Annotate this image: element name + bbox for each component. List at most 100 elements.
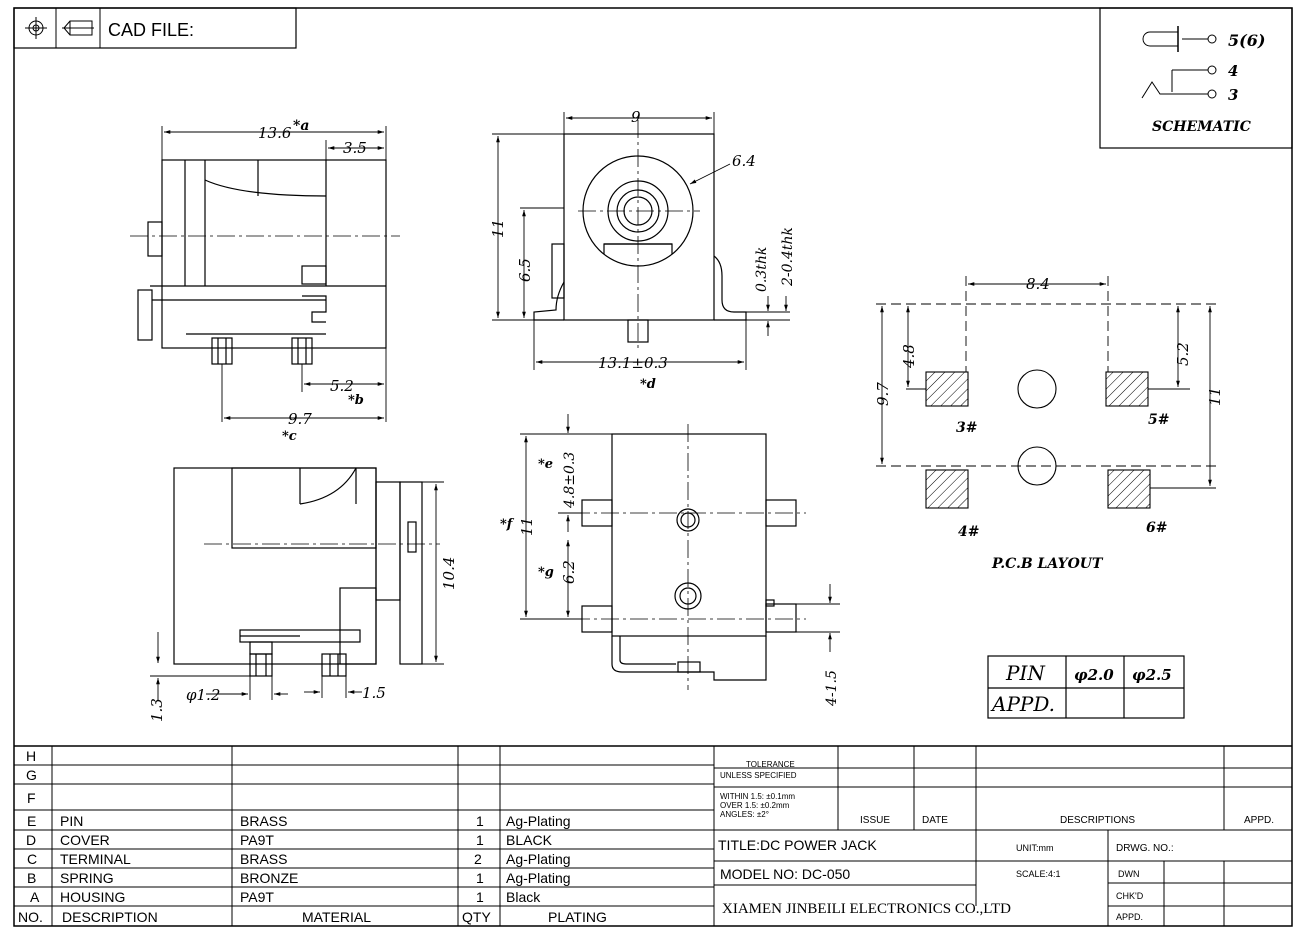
side-view [130, 159, 400, 365]
bom-row-qty: 1 [476, 832, 484, 848]
bom-row-plat: BLACK [506, 832, 553, 848]
tolerance-line-1: TOLERANCE [746, 760, 795, 769]
bom-row-no: H [26, 748, 36, 764]
dim-front-thk1: 0.3thk [754, 247, 770, 292]
bom-row-desc: HOUSING [60, 889, 125, 905]
dim-front-inner: 6.5 [516, 258, 534, 282]
pad-6-label: 6# [1146, 520, 1167, 536]
mark-a: *a [293, 118, 309, 134]
bom-header-no: NO. [18, 909, 43, 925]
dim-side-width: 13.6 [258, 124, 292, 142]
schematic-pin-top: 5(6) [1228, 31, 1265, 50]
bom-row-mat: PA9T [240, 889, 274, 905]
model-no-label: MODEL NO: DC-050 [720, 866, 850, 882]
dim-pcb-right-b: 11 [1206, 387, 1224, 406]
bom-row-no: D [26, 832, 36, 848]
drawing-frame [13, 7, 1293, 927]
mark-c: *c [282, 429, 297, 444]
appd-label: APPD. [1244, 815, 1274, 826]
dim-pcb-top: 8.4 [1026, 275, 1050, 293]
bom-row-qty: 2 [474, 851, 482, 867]
scale-label: SCALE:4:1 [1016, 869, 1061, 879]
pin-table [987, 655, 1185, 719]
drwg-no-label: DRWG. NO.: [1116, 843, 1174, 854]
bom-row-mat: BRASS [240, 851, 287, 867]
dim-lower-height: 10.4 [440, 557, 458, 590]
lower-left-dims [150, 481, 444, 700]
title-label: TITLE:DC POWER JACK [718, 837, 877, 853]
dim-front-height: 11 [489, 219, 507, 238]
front-view [533, 120, 747, 350]
schematic-pin-bot: 3 [1228, 86, 1238, 104]
bom-table [14, 745, 1292, 926]
bom-row-mat: BRASS [240, 813, 287, 829]
dim-front-top: 9 [631, 108, 641, 126]
unit-label: UNIT:mm [1016, 843, 1054, 853]
bom-header-mat: MATERIAL [302, 909, 371, 925]
bottom-view [572, 424, 806, 690]
bom-row-no: A [30, 889, 40, 905]
dim-lower-foot: 1.3 [148, 698, 166, 722]
dim-side-pin: 5.2 [330, 377, 354, 395]
appd-sign-label: APPD. [1116, 912, 1143, 922]
side-view-dims [161, 126, 387, 422]
bom-row-plat: Ag-Plating [506, 870, 571, 886]
bom-row-desc: SPRING [60, 870, 114, 886]
bom-row-no: F [27, 790, 36, 806]
bom-row-mat: PA9T [240, 832, 274, 848]
dim-lower-phi: φ1.2 [186, 686, 220, 704]
tolerance-line-2: UNLESS SPECIFIED [720, 771, 797, 780]
bom-row-no: C [27, 851, 37, 867]
pad-4-label: 4# [958, 524, 979, 540]
pin-table-d1: φ2.0 [1074, 666, 1114, 684]
projection-circle-icon [25, 17, 47, 39]
schematic-pin-mid: 4 [1228, 62, 1238, 80]
bom-header-plat: PLATING [548, 909, 607, 925]
bom-row-no: B [27, 870, 36, 886]
company-name: XIAMEN JINBEILI ELECTRONICS CO.,LTD [722, 901, 1011, 917]
bom-row-mat: BRONZE [240, 870, 298, 886]
title-block-text: TOLERANCE UNLESS SPECIFIED WITHIN 1.5: ±… [718, 760, 1274, 922]
dwn-label: DWN [1118, 869, 1140, 879]
schematic-label: SCHEMATIC [1152, 119, 1251, 135]
front-view-dims [492, 112, 790, 370]
dim-front-thk2: 2-0.4thk [780, 227, 796, 287]
mark-f: *f [500, 517, 515, 532]
bom-header-qty: QTY [462, 909, 491, 925]
dim-bottom-e: 4.8±0.3 [562, 452, 578, 509]
projection-cone-icon [62, 20, 94, 36]
pad-3-label: 3# [956, 420, 977, 436]
tolerance-line-5: ANGLES: ±2° [720, 810, 769, 819]
tolerance-line-4: OVER 1.5: ±0.2mm [720, 801, 790, 810]
bom-row-no: G [26, 767, 37, 783]
mark-e: *e [538, 457, 553, 472]
cad-file-label: CAD FILE: [108, 20, 194, 40]
bom-header-desc: DESCRIPTION [62, 909, 158, 925]
bom-row-desc: TERMINAL [60, 851, 131, 867]
dim-bottom-g: 6.2 [560, 560, 578, 584]
dim-front-hole: 6.4 [732, 152, 756, 170]
pin-table-appd: APPD. [990, 692, 1055, 716]
dim-side-bottom: 9.7 [288, 410, 312, 428]
bom-row-desc: COVER [60, 832, 110, 848]
pcb-layout-label: P.C.B LAYOUT [991, 556, 1104, 572]
bom-row-desc: PIN [60, 813, 83, 829]
dim-front-base: 13.1±0.3 [598, 354, 668, 372]
dim-pcb-left-b: 9.7 [874, 382, 892, 406]
pin-table-d2: φ2.5 [1132, 666, 1172, 684]
pcb-layout [925, 369, 1151, 509]
bom-row-plat: Ag-Plating [506, 851, 571, 867]
lower-left-view [173, 467, 440, 677]
pad-5-label: 5# [1148, 412, 1169, 428]
pin-table-pin: PIN [1005, 661, 1046, 685]
dim-bottom-f: 11 [518, 517, 536, 536]
dim-pcb-right-a: 5.2 [1174, 342, 1192, 366]
bom-rows: H G F E PIN BRASS 1 Ag-Plating D COVER P… [18, 748, 607, 925]
tolerance-line-3: WITHIN 1.5: ±0.1mm [720, 792, 795, 801]
schematic-box: 5(6) 4 3 SCHEMATIC [1099, 7, 1293, 149]
bom-row-no: E [27, 813, 36, 829]
dim-bottom-tab: 4-1.5 [824, 670, 840, 707]
mark-d: *d [640, 377, 656, 392]
dim-pcb-left-a: 4.8 [900, 344, 918, 369]
